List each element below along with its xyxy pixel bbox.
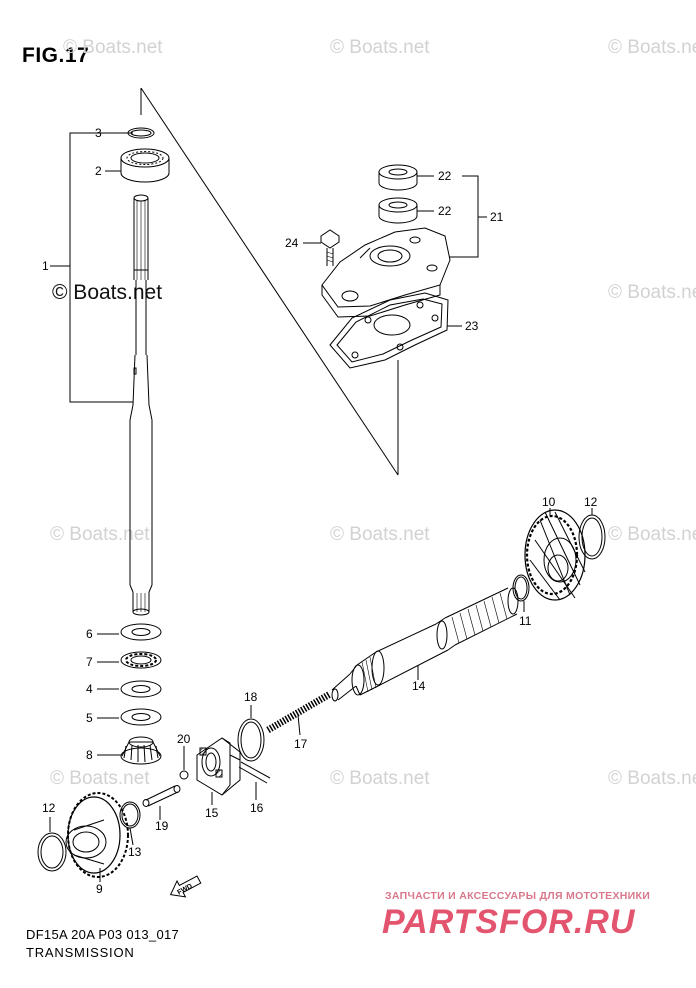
part-14-propeller-shaft <box>331 587 519 702</box>
part-22-oil-seal-upper <box>378 164 418 191</box>
part-10-forward-gear <box>524 509 586 601</box>
watermark: © Boats.net <box>330 37 430 58</box>
callout-22-upper: 22 <box>438 169 452 183</box>
part-6-washer <box>120 623 162 641</box>
part-24-bolt <box>320 229 340 266</box>
callout-16: 16 <box>250 801 264 815</box>
banner-tagline: ЗАПЧАСТИ И АКСЕССУАРЫ ДЛЯ МОТОТЕХНИКИ <box>385 890 651 902</box>
callout-12-left: 12 <box>42 801 56 815</box>
part-7-needle-bearing <box>120 651 162 669</box>
part-22-oil-seal-lower <box>378 197 418 224</box>
bracket-1 <box>69 132 133 403</box>
callout-20: 20 <box>177 732 191 746</box>
figure-code: DF15A 20A P03 013_017 <box>26 927 180 942</box>
callout-19: 19 <box>155 819 169 833</box>
watermark: © Boats.net <box>50 524 150 545</box>
figure-name: TRANSMISSION <box>26 945 135 960</box>
leader-17 <box>297 714 301 736</box>
callout-8: 8 <box>86 748 93 762</box>
callout-9: 9 <box>96 882 103 896</box>
part-16-pin <box>238 761 271 784</box>
part-20-ball <box>179 770 189 780</box>
callout-5: 5 <box>86 711 93 725</box>
part-5-washer <box>120 708 162 726</box>
part-4-washer <box>120 680 162 698</box>
part-12-shim-left <box>37 832 67 872</box>
part-18-ring <box>237 718 265 762</box>
part-21-oil-seal-housing <box>321 227 451 318</box>
fwd-arrow-icon <box>169 875 202 898</box>
callout-11: 11 <box>519 614 532 628</box>
part-19-pin <box>142 785 181 807</box>
driveshaft <box>129 194 153 616</box>
part-8-pinion-gear <box>120 736 162 765</box>
callout-3: 3 <box>95 126 102 140</box>
callout-6: 6 <box>86 627 93 641</box>
part-2-bearing <box>120 148 170 183</box>
watermark: © Boats.net <box>330 768 430 789</box>
watermark: © Boats.net <box>50 768 150 789</box>
leader-13 <box>129 827 134 846</box>
callout-15: 15 <box>205 806 219 820</box>
callout-13: 13 <box>128 845 142 859</box>
figure-title: FIG.17 <box>22 44 90 67</box>
callout-1: 1 <box>42 259 49 273</box>
watermark: © Boats.net <box>608 768 696 789</box>
part-23-gasket <box>329 292 449 369</box>
banner-brand-logo: PARTSFOR.RU <box>382 903 636 941</box>
callout-7: 7 <box>86 655 93 669</box>
watermark: © Boats.net <box>330 524 430 545</box>
part-15-clutch-dog <box>196 737 241 796</box>
watermark: © Boats.net <box>608 524 696 545</box>
watermark-strong: © Boats.net <box>52 281 163 304</box>
callout-23: 23 <box>465 319 479 333</box>
callout-24: 24 <box>285 236 299 250</box>
part-9-reverse-gear <box>65 792 129 878</box>
callout-12-right: 12 <box>584 495 598 509</box>
part-11-shim <box>512 574 530 602</box>
callout-4: 4 <box>86 682 93 696</box>
watermark: © Boats.net <box>63 37 163 58</box>
callout-14: 14 <box>412 679 426 693</box>
callout-2: 2 <box>95 164 102 178</box>
callout-10: 10 <box>542 495 556 509</box>
watermark: © Boats.net <box>608 37 696 58</box>
callout-18: 18 <box>244 690 258 704</box>
callout-21: 21 <box>490 210 504 224</box>
watermark: © Boats.net <box>608 282 696 303</box>
callout-17: 17 <box>294 737 308 751</box>
guide-line <box>140 87 399 476</box>
part-13-shim <box>119 801 141 829</box>
callout-22-lower: 22 <box>438 204 452 218</box>
